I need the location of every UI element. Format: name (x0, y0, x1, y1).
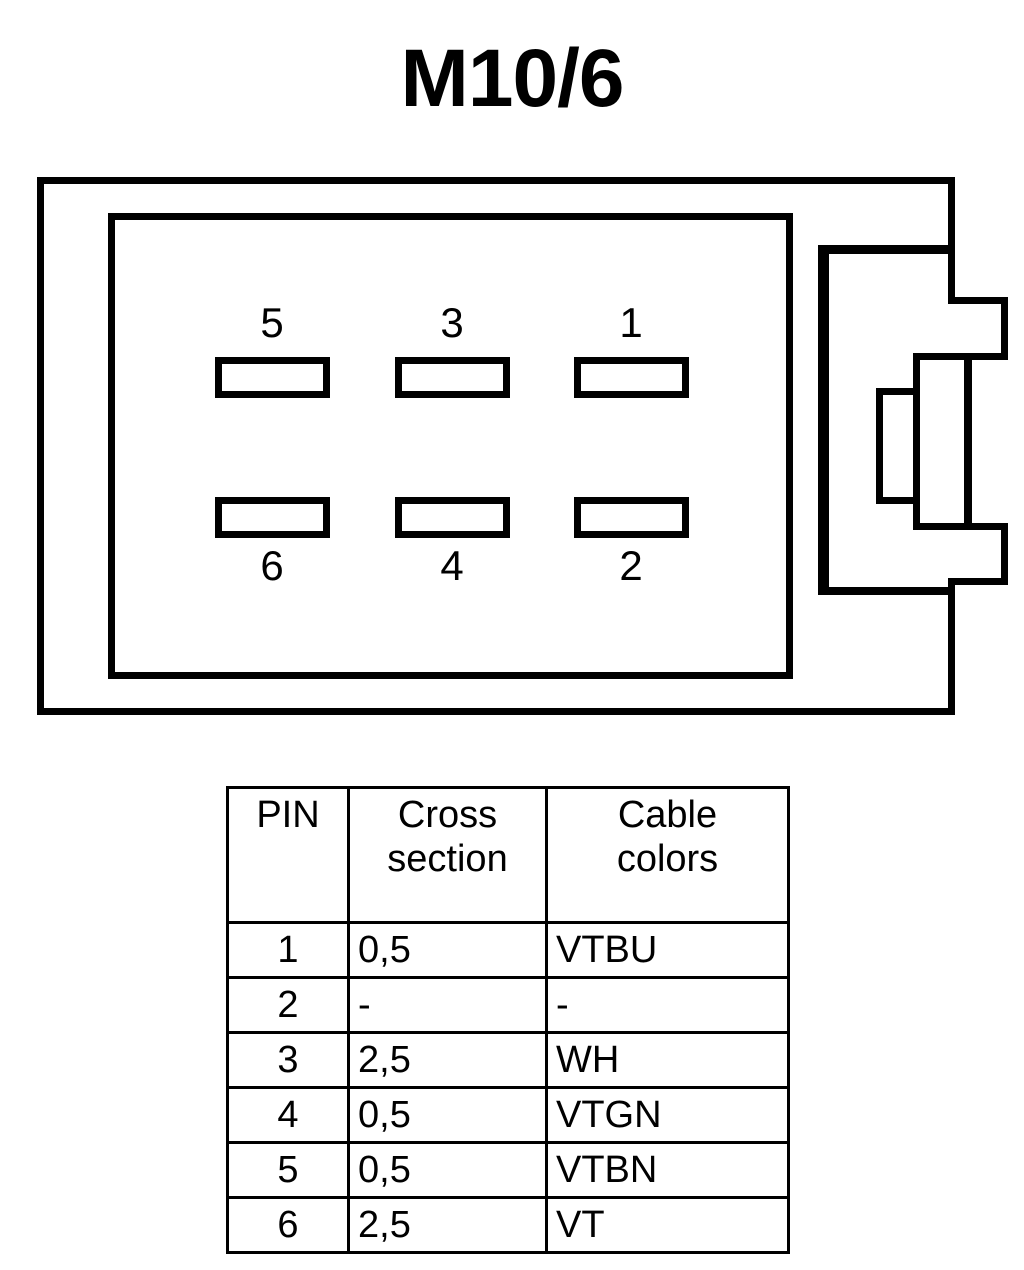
connector-outer-housing (37, 177, 955, 715)
column-header-cross-section-line2: section (387, 838, 508, 881)
pin-slot-2 (574, 497, 689, 538)
table-row: 3 2,5 WH (226, 1031, 790, 1089)
pin-slot-3 (395, 357, 510, 398)
pin-label-2: 2 (619, 542, 643, 589)
cell-cable-colors: VTGN (545, 1086, 790, 1144)
cell-cross-section: 2,5 (347, 1196, 548, 1254)
pin-slot-6 (215, 497, 330, 538)
cell-cross-section: - (347, 976, 548, 1034)
pin-slot-1 (574, 357, 689, 398)
table-row: 1 0,5 VTBU (226, 921, 790, 979)
cell-cross-section: 0,5 (347, 1141, 548, 1199)
pin-label-4: 4 (440, 542, 464, 589)
pin-label-5: 5 (260, 299, 284, 346)
cell-cable-colors: VT (545, 1196, 790, 1254)
cell-pin: 6 (226, 1196, 350, 1254)
table-row: 5 0,5 VTBN (226, 1141, 790, 1199)
latch-inner-block (913, 353, 972, 530)
cell-pin: 1 (226, 921, 350, 979)
connector-diagram: 5 3 1 6 4 2 (0, 160, 1024, 740)
table-row: 6 2,5 VT (226, 1196, 790, 1254)
cell-cross-section: 0,5 (347, 1086, 548, 1144)
pin-slot-5 (215, 357, 330, 398)
latch-inner-recess (876, 388, 920, 504)
cell-cross-section: 2,5 (347, 1031, 548, 1089)
page-title: M10/6 (400, 33, 625, 124)
cell-cable-colors: - (545, 976, 790, 1034)
cell-cable-colors: VTBU (545, 921, 790, 979)
cell-pin: 4 (226, 1086, 350, 1144)
column-header-cable-colors-line2: colors (616, 838, 719, 881)
cell-cable-colors: WH (545, 1031, 790, 1089)
column-header-cable-colors-line1: Cable (617, 794, 718, 836)
pin-slot-4 (395, 497, 510, 538)
pin-label-1: 1 (619, 299, 643, 346)
cell-cross-section: 0,5 (347, 921, 548, 979)
table-row: 2 - - (226, 976, 790, 1034)
cell-pin: 2 (226, 976, 350, 1034)
pin-label-3: 3 (440, 299, 464, 346)
cell-pin: 5 (226, 1141, 350, 1199)
column-header-pin: PIN (226, 786, 350, 924)
column-header-cross-section-line1: Cross (397, 794, 498, 836)
pin-label-6: 6 (260, 542, 284, 589)
connector-inner-cavity (108, 213, 793, 679)
cell-pin: 3 (226, 1031, 350, 1089)
table-row: 4 0,5 VTGN (226, 1086, 790, 1144)
cell-cable-colors: VTBN (545, 1141, 790, 1199)
